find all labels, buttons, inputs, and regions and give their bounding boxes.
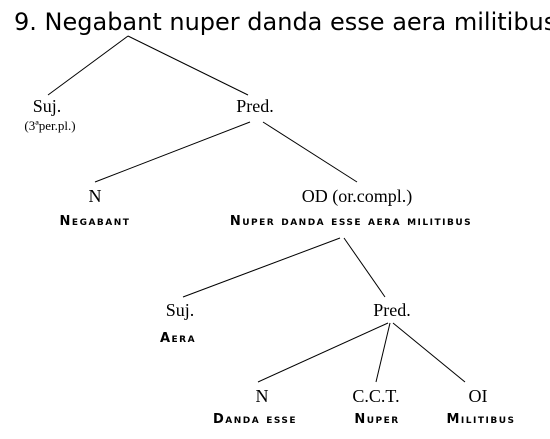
node-subject: Suj. xyxy=(33,96,62,116)
word-od-clause: Nuper danda esse aera militibus xyxy=(230,214,472,229)
edge-pred2-n xyxy=(257,322,389,383)
node-predicate-2: Pred. xyxy=(373,300,411,320)
node-n: N xyxy=(89,186,102,206)
edge-od-subj xyxy=(182,237,341,298)
node-cct: C.C.T. xyxy=(352,386,399,406)
node-subject-note: (3ªper.pl.) xyxy=(24,118,75,133)
word-negabant: Negabant xyxy=(60,214,131,229)
diagram-title: 9. Negabant nuper danda esse aera militi… xyxy=(14,8,550,36)
word-nuper: Nuper xyxy=(354,412,399,427)
edge-od-pred xyxy=(343,237,386,298)
edge-pred-n xyxy=(94,121,251,183)
node-subject-2: Suj. xyxy=(166,300,195,320)
word-militibus: Militibus xyxy=(446,412,515,427)
edge-pred-od xyxy=(262,121,358,183)
node-oi: OI xyxy=(469,386,488,406)
edge-pred2-oi xyxy=(392,322,466,383)
word-danda-esse: Danda esse xyxy=(213,412,297,427)
word-aera: Aera xyxy=(160,331,196,346)
edge-root-pred xyxy=(127,35,249,96)
edge-pred2-cct xyxy=(375,322,391,383)
node-n-2: N xyxy=(256,386,269,406)
edge-root-subj xyxy=(47,35,129,96)
node-od: OD (or.compl.) xyxy=(302,186,412,207)
node-predicate: Pred. xyxy=(236,96,274,116)
